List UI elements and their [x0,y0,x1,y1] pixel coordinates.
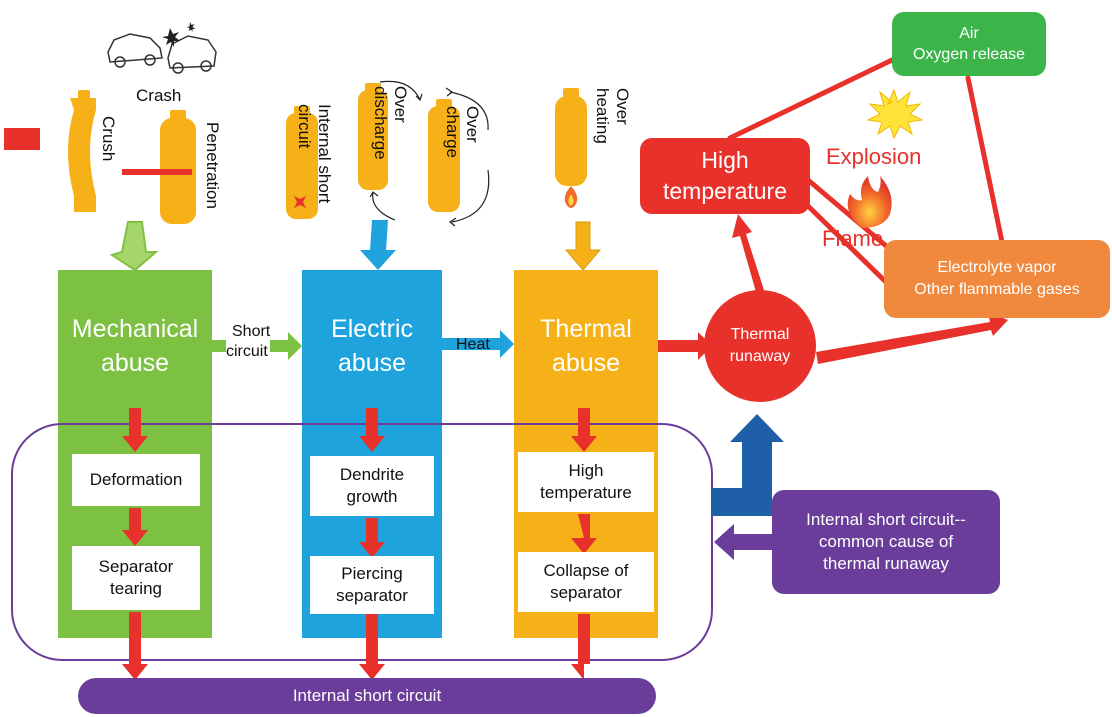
crash-label: Crash [136,86,182,105]
bottom-bar-bg [78,678,656,714]
high-temperature-node: High temperature [640,138,810,214]
column-red-arrows [122,408,597,680]
runaway-to-electrolyte-arrow [816,312,1008,364]
mechanical-step1: Deformation [72,454,200,506]
crush-cell-icon [4,90,96,212]
internal-short-label: Internal short circuit [295,104,334,204]
over-charge-label: Over charge [443,106,482,158]
crush-label: Crush [99,116,118,162]
electrolyte-vapor-node: Electrolyte vapor Other flammable gases [884,240,1110,318]
short-circuit-label: Short circuit [226,322,271,362]
over-heating-label: Over heating [593,88,632,144]
bottom-bar: Internal short circuit [292,686,442,705]
flame-label: Flame [822,226,884,251]
thermal-title: Thermal abuse [540,315,632,377]
electric-step1: Dendrite growth [310,456,434,516]
penetration-label: Penetration [203,122,222,209]
isc-group-outline [11,423,713,661]
arrow-to-thermal [564,221,602,271]
explosion-label: Explosion [826,144,922,169]
over-heating-cell-icon [555,88,587,208]
isc-note-arrow [714,524,772,560]
over-discharge-cell-icon [358,83,388,190]
cars-crash-icon [107,22,217,74]
cycle-arrows-icon [369,80,490,227]
thermal-step1: High temperature [518,452,654,512]
electric-title: Electric abuse [331,315,413,377]
internal-short-cell-icon [286,106,318,219]
thermal-to-runaway-arrow [658,332,712,360]
electric-step2: Piercing separator [310,556,434,614]
air-oxygen-node: Air Oxygen release [892,12,1046,76]
isc-to-runaway-arrow [712,414,784,516]
heat-arrow [442,330,514,358]
thermal-runaway-circle [704,290,816,402]
over-charge-cell-icon [428,99,460,212]
isc-note-box: Internal short circuit-- common cause of… [772,490,1000,594]
over-discharge-label: Over discharge [371,86,410,160]
flame-icon [847,176,892,228]
arrow-to-electric [360,220,396,270]
explosion-icon [866,88,924,140]
heat-label: Heat [456,336,490,353]
arrow-to-mechanical [109,221,159,272]
penetration-cell-icon [122,110,196,224]
mechanical-title: Mechanical abuse [71,315,199,377]
runaway-to-hightemp-arrow [732,214,764,292]
thermal-step2: Collapse of separator [518,552,654,612]
thermal-runaway-label: Thermal runaway [729,326,791,365]
mechanical-step2: Separator tearing [72,546,200,610]
